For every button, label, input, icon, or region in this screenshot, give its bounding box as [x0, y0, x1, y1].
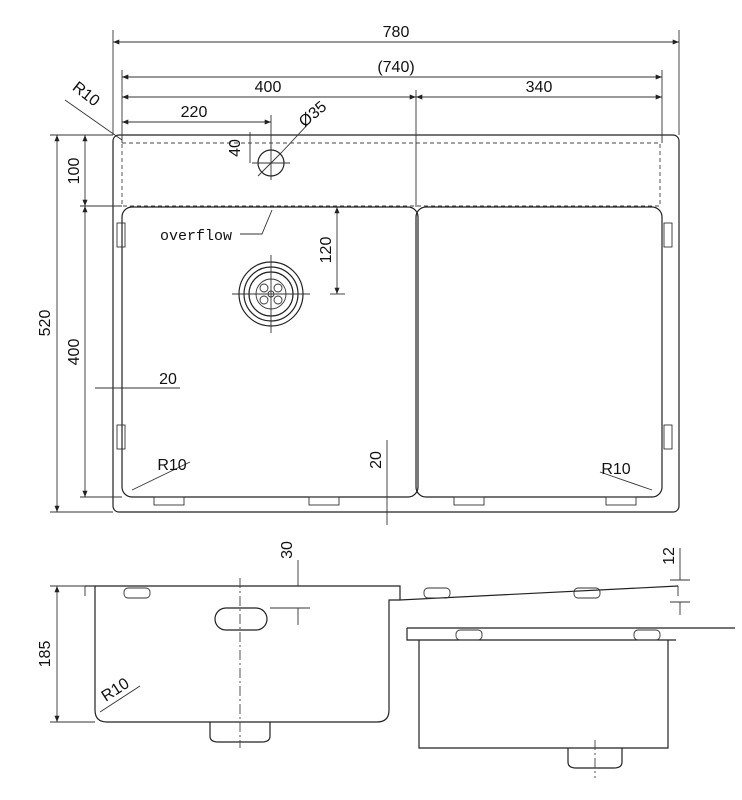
dim-drain-offset: 120 — [318, 237, 335, 264]
drain — [232, 255, 310, 333]
top-view: 780 (740) 400 340 220 Ø35 40 R10 520 100… — [37, 24, 680, 525]
overflow-slot — [214, 607, 268, 631]
dim-corner-radius-top: R10 — [69, 79, 103, 111]
dim-right-bowl-width: 340 — [526, 79, 553, 96]
dim-tap-hole-edge: 40 — [227, 139, 244, 157]
dim-overflow-height: 30 — [279, 541, 296, 559]
dim-tap-hole-diameter: Ø35 — [296, 98, 330, 131]
overflow-label: overflow — [160, 228, 232, 245]
dim-bottom-rim: 20 — [368, 451, 385, 469]
dim-bowl-radius-right: R10 — [601, 461, 630, 478]
dim-tap-hole-offset: 220 — [181, 104, 208, 121]
dimension-lines — [54, 39, 679, 525]
right-bowl-outline — [415, 206, 663, 498]
dim-bottom-radius: R10 — [99, 675, 133, 705]
dim-side-rim: 20 — [159, 371, 177, 388]
dim-flange-step: 12 — [661, 547, 678, 565]
dim-left-bowl-width: 400 — [255, 79, 282, 96]
dim-bowl-depth: 400 — [66, 339, 83, 366]
dim-overall-width: 780 — [383, 24, 410, 41]
dim-bowl-radius-left: R10 — [157, 457, 186, 474]
sink-outline — [112, 134, 680, 513]
right-profile — [406, 627, 735, 749]
mounting-clips — [116, 222, 673, 506]
dim-deck-depth: 100 — [66, 158, 83, 185]
extension-lines — [50, 30, 680, 513]
dim-bowl-height: 185 — [37, 641, 54, 668]
side-view: 30 12 185 R10 — [37, 541, 735, 778]
deck-area — [121, 142, 661, 207]
dim-inner-width: (740) — [377, 59, 414, 76]
left-profile — [85, 585, 679, 723]
left-bowl-outline — [121, 206, 419, 498]
dim-overall-depth: 520 — [37, 310, 54, 337]
